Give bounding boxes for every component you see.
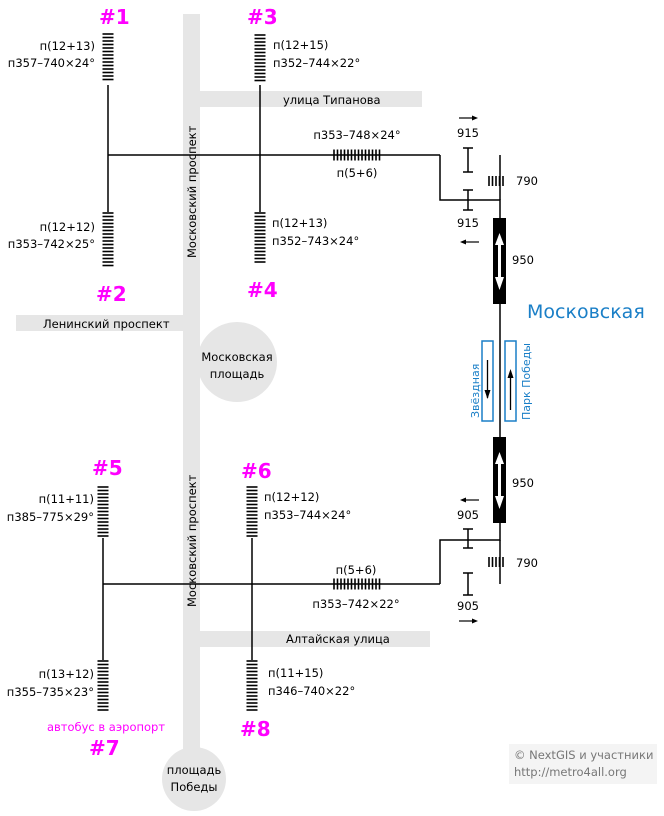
platform-boxes — [481, 340, 517, 422]
direction-arrows — [459, 115, 479, 624]
square-label-pobedy-2: Победы — [171, 780, 218, 794]
street-label-tipanova: улица Типанова — [283, 93, 381, 107]
credit-box — [509, 744, 657, 784]
exit-3-number: #3 — [247, 5, 278, 29]
gates-north — [463, 147, 473, 211]
exit-2-number: #2 — [96, 282, 127, 306]
square-label-pobedy-1: площадь — [167, 763, 222, 777]
exit-4-stairs — [254, 212, 266, 263]
square-label-moskovskaya-2: площадь — [210, 367, 265, 381]
measure-escalator-n: 950 — [512, 253, 534, 267]
exit-7-stairs — [97, 660, 109, 711]
exit-5-number: #5 — [92, 456, 123, 480]
credit-line-2: http://metro4all.org — [514, 765, 627, 779]
exit-1-number: #1 — [99, 5, 130, 29]
station-name: Московская — [527, 301, 645, 323]
gates-south — [463, 528, 473, 596]
exit-5-dims: п385–775×29° — [7, 510, 94, 524]
exit-7-note: автобус в аэропорт — [47, 720, 165, 734]
measure-gate-s-top: 905 — [457, 508, 479, 522]
south-paths — [102, 525, 501, 660]
exit-7-number: #7 — [89, 736, 120, 760]
underpass-south-stairs — [333, 578, 381, 590]
exit-3-steps: п(12+15) — [273, 38, 328, 52]
measure-gate-n-bottom: 915 — [457, 216, 479, 230]
exit-8-steps: п(11+15) — [268, 666, 323, 680]
pobedy-square — [162, 747, 226, 811]
escalator-south — [493, 437, 506, 523]
altaiskaya-street-road — [200, 631, 430, 647]
exit-6-number: #6 — [241, 459, 272, 483]
exit-4-steps: п(12+13) — [272, 216, 327, 230]
street-label-leninsky: Ленинский проспект — [43, 317, 170, 331]
underpass-stairs — [333, 149, 381, 590]
exit-2-stairs — [102, 212, 114, 267]
exit-3-dims: п352–744×22° — [273, 56, 360, 70]
street-label-altaiskaya: Алтайская улица — [286, 632, 390, 646]
stair-south-790 — [488, 557, 504, 567]
exit-2-steps: п(12+12) — [40, 220, 95, 234]
exit-5-steps: п(11+11) — [39, 492, 94, 506]
exit-8-number: #8 — [240, 717, 271, 741]
measure-gate-s-bottom: 905 — [457, 599, 479, 613]
moskovsky-prospect-road — [183, 14, 200, 788]
street-label-prospect-bottom: Московский проспект — [185, 474, 199, 607]
measure-stair-n: 790 — [516, 174, 538, 188]
tipanova-street-road — [200, 91, 422, 107]
exit-7-steps: п(13+12) — [39, 667, 94, 681]
exit-stairs — [97, 33, 266, 711]
small-stairs — [488, 176, 504, 567]
exit-2-dims: п353–742×25° — [8, 237, 95, 251]
square-label-moskovskaya-1: Московская — [201, 350, 272, 364]
street-label-prospect-top: Московский проспект — [185, 125, 199, 258]
leninsky-prospect-road — [16, 315, 200, 331]
escalator-north — [493, 218, 506, 304]
credit-line-1: © NextGIS и участники — [514, 748, 653, 762]
underpass-north-stairs — [333, 149, 381, 161]
exit-6-dims: п353–744×24° — [264, 508, 351, 522]
underpass-north-dims: п353–748×24° — [313, 128, 400, 142]
exit-4-dims: п352–743×24° — [272, 234, 359, 248]
roads — [16, 14, 430, 811]
moskovskaya-square — [197, 322, 277, 402]
exit-4-number: #4 — [247, 278, 278, 302]
underpass-south-steps: п(5+6) — [336, 563, 377, 577]
underpass-south-dims: п353–742×22° — [312, 597, 399, 611]
exit-8-stairs — [246, 660, 258, 711]
exit-6-steps: п(12+12) — [264, 490, 319, 504]
exit-5-stairs — [97, 486, 109, 537]
measure-escalator-s: 950 — [512, 476, 534, 490]
exit-6-stairs — [246, 486, 258, 537]
exit-8-dims: п346–740×22° — [268, 684, 355, 698]
exit-7-dims: п355–735×23° — [7, 685, 94, 699]
exit-1-dims: п357–740×24° — [8, 56, 95, 70]
platform-label-right: Парк Победы — [520, 343, 533, 420]
exit-1-steps: п(12+13) — [40, 39, 95, 53]
exit-3-stairs — [254, 34, 266, 82]
stair-north-790 — [488, 176, 504, 186]
platform-label-left: Звёздная — [469, 364, 482, 418]
exit-1-stairs — [102, 33, 114, 81]
measure-stair-s: 790 — [516, 556, 538, 570]
north-paths — [107, 85, 501, 218]
measure-gate-n-top: 915 — [457, 126, 479, 140]
underpass-north-steps: п(5+6) — [337, 166, 378, 180]
